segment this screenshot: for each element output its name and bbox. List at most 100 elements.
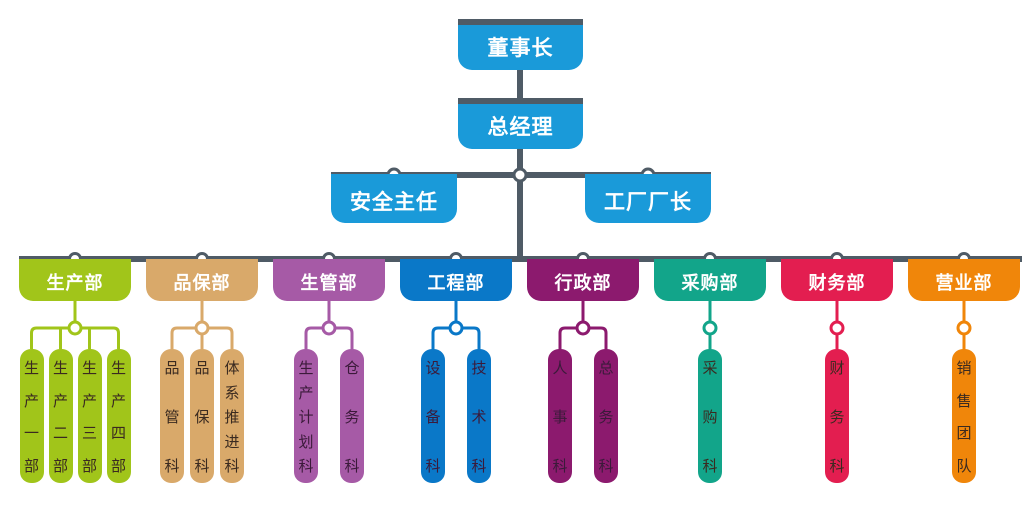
unit-label-char: 生: [23, 359, 39, 377]
unit-label-char: 二: [52, 424, 68, 443]
plant-manager-label: 工厂厂长: [604, 189, 692, 214]
unit-label-char: 科: [829, 457, 845, 475]
unit-box[interactable]: 生产计划科: [294, 349, 318, 483]
unit-box[interactable]: 财务科: [825, 349, 849, 483]
unit-label-char: 部: [110, 456, 126, 475]
node-dot-icon: [321, 320, 337, 336]
unit-label-char: 三: [81, 424, 97, 443]
unit-label-char: 体: [224, 359, 240, 377]
node-dot-icon: [575, 320, 591, 336]
node-dot-icon: [512, 167, 528, 183]
unit-label-char: 科: [164, 457, 180, 475]
unit-label-char: 技: [471, 359, 487, 377]
unit-box[interactable]: 生产二部: [48, 349, 73, 483]
node-dot-icon: [67, 320, 83, 336]
department-box[interactable]: 生产部: [19, 259, 131, 301]
unit-label-char: 科: [224, 457, 240, 475]
unit-label-char: 科: [702, 457, 718, 475]
unit-box[interactable]: 品管科: [160, 349, 184, 483]
unit-box[interactable]: 生产一部: [19, 349, 44, 483]
unit-label-char: 品: [164, 359, 180, 377]
department-label: 行政部: [554, 273, 612, 294]
department-label: 生产部: [46, 273, 104, 294]
unit-label-char: 购: [702, 408, 718, 426]
unit-box[interactable]: 总务科: [594, 349, 618, 483]
node-dot-icon: [956, 320, 972, 336]
unit-label-char: 生: [52, 359, 68, 377]
unit-label-char: 科: [194, 457, 210, 475]
unit-box[interactable]: 采购科: [698, 349, 722, 483]
unit-label-char: 划: [298, 432, 314, 451]
unit-label-char: 人: [552, 359, 568, 377]
unit-label-char: 保: [194, 408, 210, 426]
department-label: 财务部: [808, 273, 866, 294]
general-manager-label: 总经理: [487, 114, 554, 139]
unit-label-char: 推: [224, 408, 240, 426]
plant-manager-box[interactable]: 工厂厂长: [585, 174, 711, 223]
safety-director-box[interactable]: 安全主任: [331, 174, 457, 223]
unit-label-char: 生: [110, 359, 126, 377]
unit-label-char: 科: [471, 457, 487, 475]
unit-label-char: 事: [552, 408, 568, 426]
unit-label-char: 务: [344, 408, 360, 426]
unit-label-char: 销: [956, 359, 972, 377]
unit-label-char: 设: [425, 359, 441, 377]
unit-box[interactable]: 生产四部: [106, 349, 131, 483]
unit-label-char: 团: [956, 424, 972, 443]
chairman-label: 董事长: [487, 35, 554, 60]
unit-box[interactable]: 生产三部: [77, 349, 102, 483]
general-manager-box[interactable]: 总经理: [458, 98, 583, 149]
box-top-bar: [458, 98, 583, 104]
unit-label-char: 产: [110, 391, 126, 410]
department-label: 采购部: [681, 273, 739, 294]
safety-director-label: 安全主任: [350, 189, 438, 214]
unit-box[interactable]: 销售团队: [952, 349, 976, 483]
unit-box[interactable]: 技术科: [467, 349, 491, 483]
unit-label-char: 产: [23, 391, 39, 410]
unit-label-char: 产: [81, 391, 97, 410]
department-box[interactable]: 采购部: [654, 259, 766, 301]
unit-label-char: 术: [471, 408, 487, 426]
unit-label-char: 产: [52, 391, 68, 410]
unit-box[interactable]: 人事科: [548, 349, 572, 483]
unit-label-char: 生: [298, 359, 314, 377]
box-top-bar: [458, 19, 583, 25]
unit-label-char: 一: [23, 424, 39, 443]
unit-label-char: 仓: [344, 359, 360, 377]
unit-label-char: 计: [298, 408, 314, 426]
unit-label-char: 科: [298, 457, 314, 475]
unit-box[interactable]: 仓务科: [340, 349, 364, 483]
department-box[interactable]: 财务部: [781, 259, 893, 301]
unit-label-char: 务: [829, 408, 845, 426]
chairman-box[interactable]: 董事长: [458, 19, 583, 70]
department-box[interactable]: 生管部: [273, 259, 385, 301]
department-label: 品保部: [173, 273, 231, 294]
department-box[interactable]: 营业部: [908, 259, 1020, 301]
department-box[interactable]: 工程部: [400, 259, 512, 301]
unit-label-char: 科: [425, 457, 441, 475]
unit-box[interactable]: 体系推进科: [220, 349, 244, 483]
department-box[interactable]: 行政部: [527, 259, 639, 301]
unit-label-char: 务: [598, 408, 614, 426]
unit-label-char: 科: [552, 457, 568, 475]
department-bar: [19, 256, 1022, 262]
department-label: 工程部: [427, 273, 485, 294]
unit-label-char: 系: [224, 383, 240, 402]
unit-label-char: 进: [224, 432, 240, 451]
department-box[interactable]: 品保部: [146, 259, 258, 301]
unit-label-char: 备: [425, 408, 441, 426]
department-label: 营业部: [935, 273, 993, 294]
unit-label-char: 四: [110, 424, 126, 443]
unit-label-char: 部: [81, 456, 97, 475]
unit-label-char: 部: [23, 456, 39, 475]
unit-label-char: 部: [52, 456, 68, 475]
unit-label-char: 产: [298, 383, 314, 402]
department-label: 生管部: [300, 273, 358, 294]
unit-label-char: 采: [702, 359, 718, 377]
unit-label-char: 生: [81, 359, 97, 377]
unit-box[interactable]: 品保科: [190, 349, 214, 483]
unit-box[interactable]: 设备科: [421, 349, 445, 483]
unit-label-char: 售: [956, 391, 972, 410]
